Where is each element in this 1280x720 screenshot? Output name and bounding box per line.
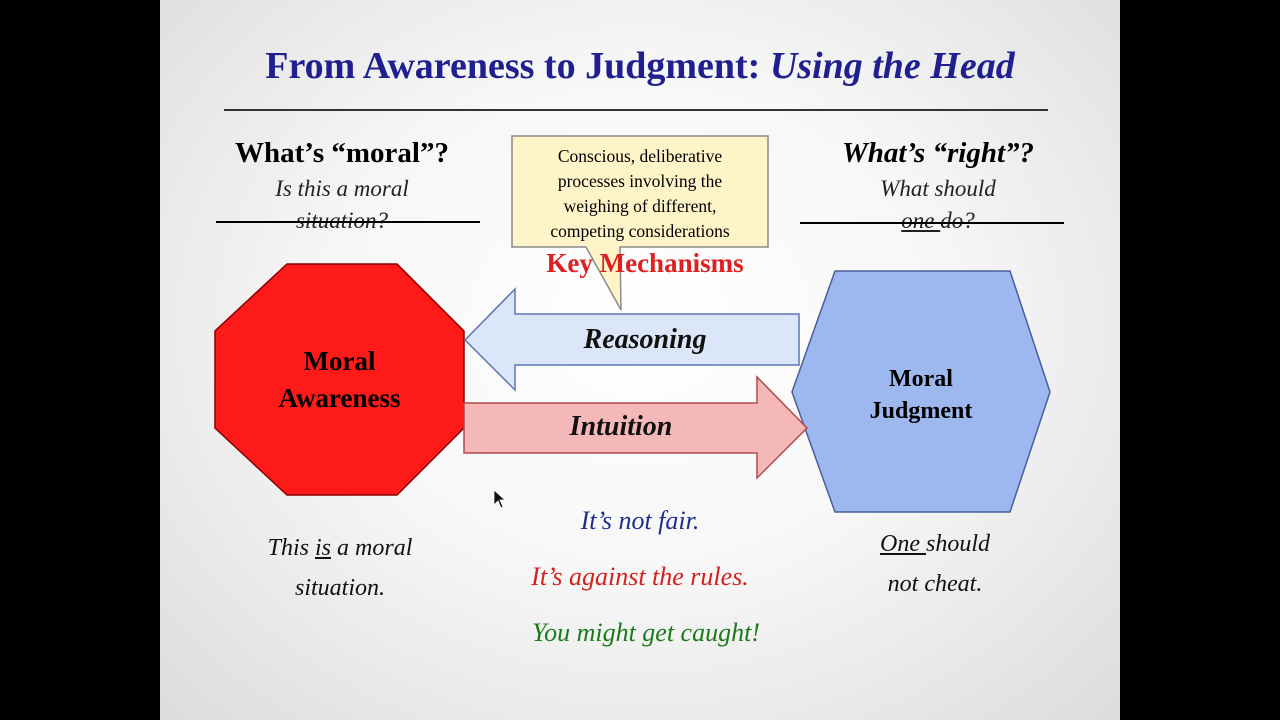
callout-text: Conscious, deliberative processes involv… xyxy=(512,144,768,244)
key-mechanisms-label: Key Mechanisms xyxy=(546,248,744,278)
right-bottom-line-2: not cheat. xyxy=(887,571,983,597)
callout-line-3: weighing of different, xyxy=(563,196,717,216)
left-bottom-part-2: a moral xyxy=(331,535,413,561)
right-bottom-underlined: One xyxy=(880,531,926,557)
reasoning-label: Reasoning xyxy=(583,324,707,355)
moral-judgment-label: Moral Judgment xyxy=(821,363,1021,427)
left-bottom-line-2: situation. xyxy=(294,575,385,601)
right-bottom-statement: One should not cheat. xyxy=(800,524,1070,604)
right-question-underlined: one xyxy=(901,208,941,233)
title-italic: Using the Head xyxy=(769,45,1015,87)
left-question-heading: What’s “moral”? xyxy=(235,137,449,169)
callout-line-4: competing considerations xyxy=(550,221,730,241)
mouse-cursor-icon xyxy=(493,489,507,509)
right-bottom-line-1: One should xyxy=(800,524,1070,564)
title-main: From Awareness to Judgment: xyxy=(265,45,770,87)
example-rules: It’s against the rules. xyxy=(531,562,749,591)
intuition-label: Intuition xyxy=(569,411,673,442)
callout-line-1: Conscious, deliberative xyxy=(557,146,723,166)
left-question-sub-1: Is this a moral xyxy=(275,176,409,201)
callout-line-2: processes involving the xyxy=(557,171,723,191)
right-bottom-part-1: should xyxy=(925,531,990,557)
example-fair: It’s not fair. xyxy=(580,506,700,535)
left-bottom-part-1: This xyxy=(267,535,315,561)
right-question-rest: do? xyxy=(940,208,975,233)
right-question-sub-1: What should xyxy=(880,176,996,201)
left-bottom-underlined: is xyxy=(315,535,332,561)
slide-title: From Awareness to Judgment: Using the He… xyxy=(160,44,1120,88)
moral-awareness-label: Moral Awareness xyxy=(215,343,464,417)
moral-awareness-line-2: Awareness xyxy=(278,383,401,413)
diagram-shapes xyxy=(214,135,1051,513)
moral-judgment-line-1: Moral xyxy=(889,366,953,392)
moral-awareness-octagon xyxy=(214,263,465,496)
slide: From Awareness to Judgment: Using the He… xyxy=(160,0,1120,720)
left-bottom-line-1: This is a moral xyxy=(200,528,480,568)
right-question-sub-2: one do? xyxy=(808,205,1068,237)
title-rule xyxy=(224,109,1048,111)
left-question-sub-2: situation? xyxy=(295,208,388,233)
reasoning-arrow xyxy=(463,287,800,392)
right-question-heading: What’s “right”? xyxy=(841,137,1035,169)
right-question-line xyxy=(800,222,1064,224)
moral-awareness-line-1: Moral xyxy=(303,346,376,376)
moral-judgment-hexagon xyxy=(791,270,1051,513)
callout-box xyxy=(511,135,769,311)
intuition-arrow xyxy=(463,375,809,480)
example-caught: You might get caught! xyxy=(532,618,760,647)
moral-judgment-line-2: Judgment xyxy=(869,398,973,424)
left-bottom-statement: This is a moral situation. xyxy=(200,528,480,608)
left-question-line xyxy=(216,221,480,223)
